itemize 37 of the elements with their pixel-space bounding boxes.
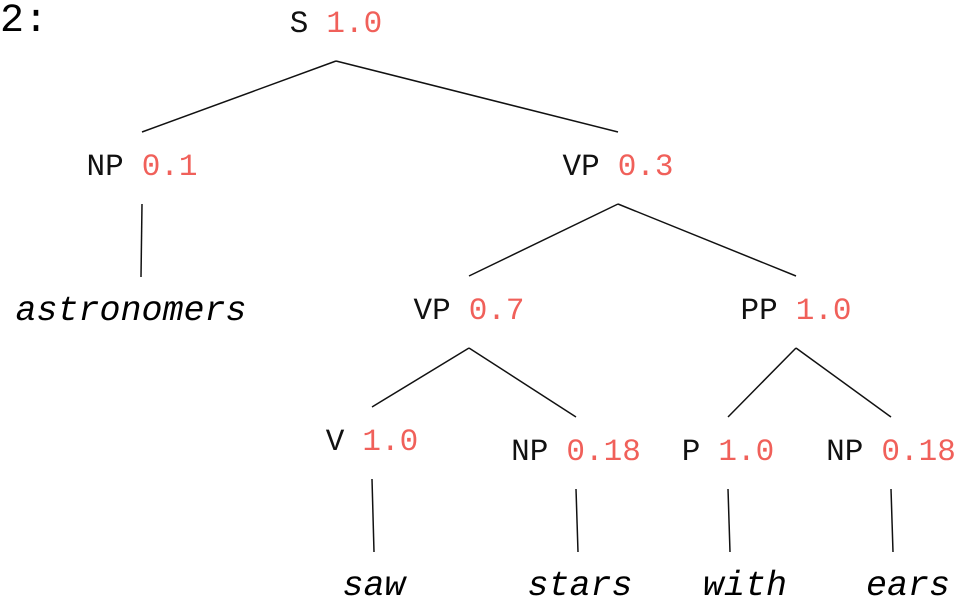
tree-branch	[575, 488, 579, 552]
example-number: 2:	[0, 0, 48, 44]
category-label: S	[290, 6, 308, 44]
tree-branch	[336, 60, 618, 133]
probability-value: 0.3	[618, 149, 674, 187]
leaf-word: stars	[527, 566, 633, 605]
tree-branch	[796, 347, 892, 418]
tree-branch	[727, 488, 731, 552]
probability-value: 1.0	[796, 293, 852, 331]
probability-value: 1.0	[326, 6, 382, 44]
category-label: VP	[562, 149, 600, 187]
tree-branch	[371, 478, 375, 552]
probability-value: 0.7	[468, 293, 525, 331]
category-label: NP	[826, 434, 864, 472]
leaf-word: saw	[342, 566, 406, 605]
tree-branch	[468, 203, 618, 277]
probability-value: 1.0	[362, 424, 418, 462]
tree-branch	[618, 203, 796, 277]
tree-branch	[142, 60, 336, 133]
category-label: VP	[413, 293, 451, 331]
probability-value: 1.0	[718, 434, 774, 472]
tree-branch	[468, 347, 576, 418]
category-label: V	[326, 424, 344, 462]
probability-value: 0.18	[566, 434, 641, 472]
probability-value: 0.1	[142, 149, 198, 187]
tree-branch	[140, 204, 143, 278]
category-label: P	[682, 434, 700, 472]
tree-branch	[890, 488, 894, 552]
tree-branch	[727, 347, 797, 418]
probability-value: 0.18	[881, 434, 956, 472]
category-label: PP	[740, 293, 778, 331]
leaf-word: with	[703, 566, 787, 605]
category-label: NP	[86, 149, 124, 187]
leaf-word: ears	[866, 566, 950, 605]
leaf-word: astronomers	[15, 291, 247, 331]
tree-branch	[372, 347, 470, 408]
category-label: NP	[511, 434, 548, 472]
